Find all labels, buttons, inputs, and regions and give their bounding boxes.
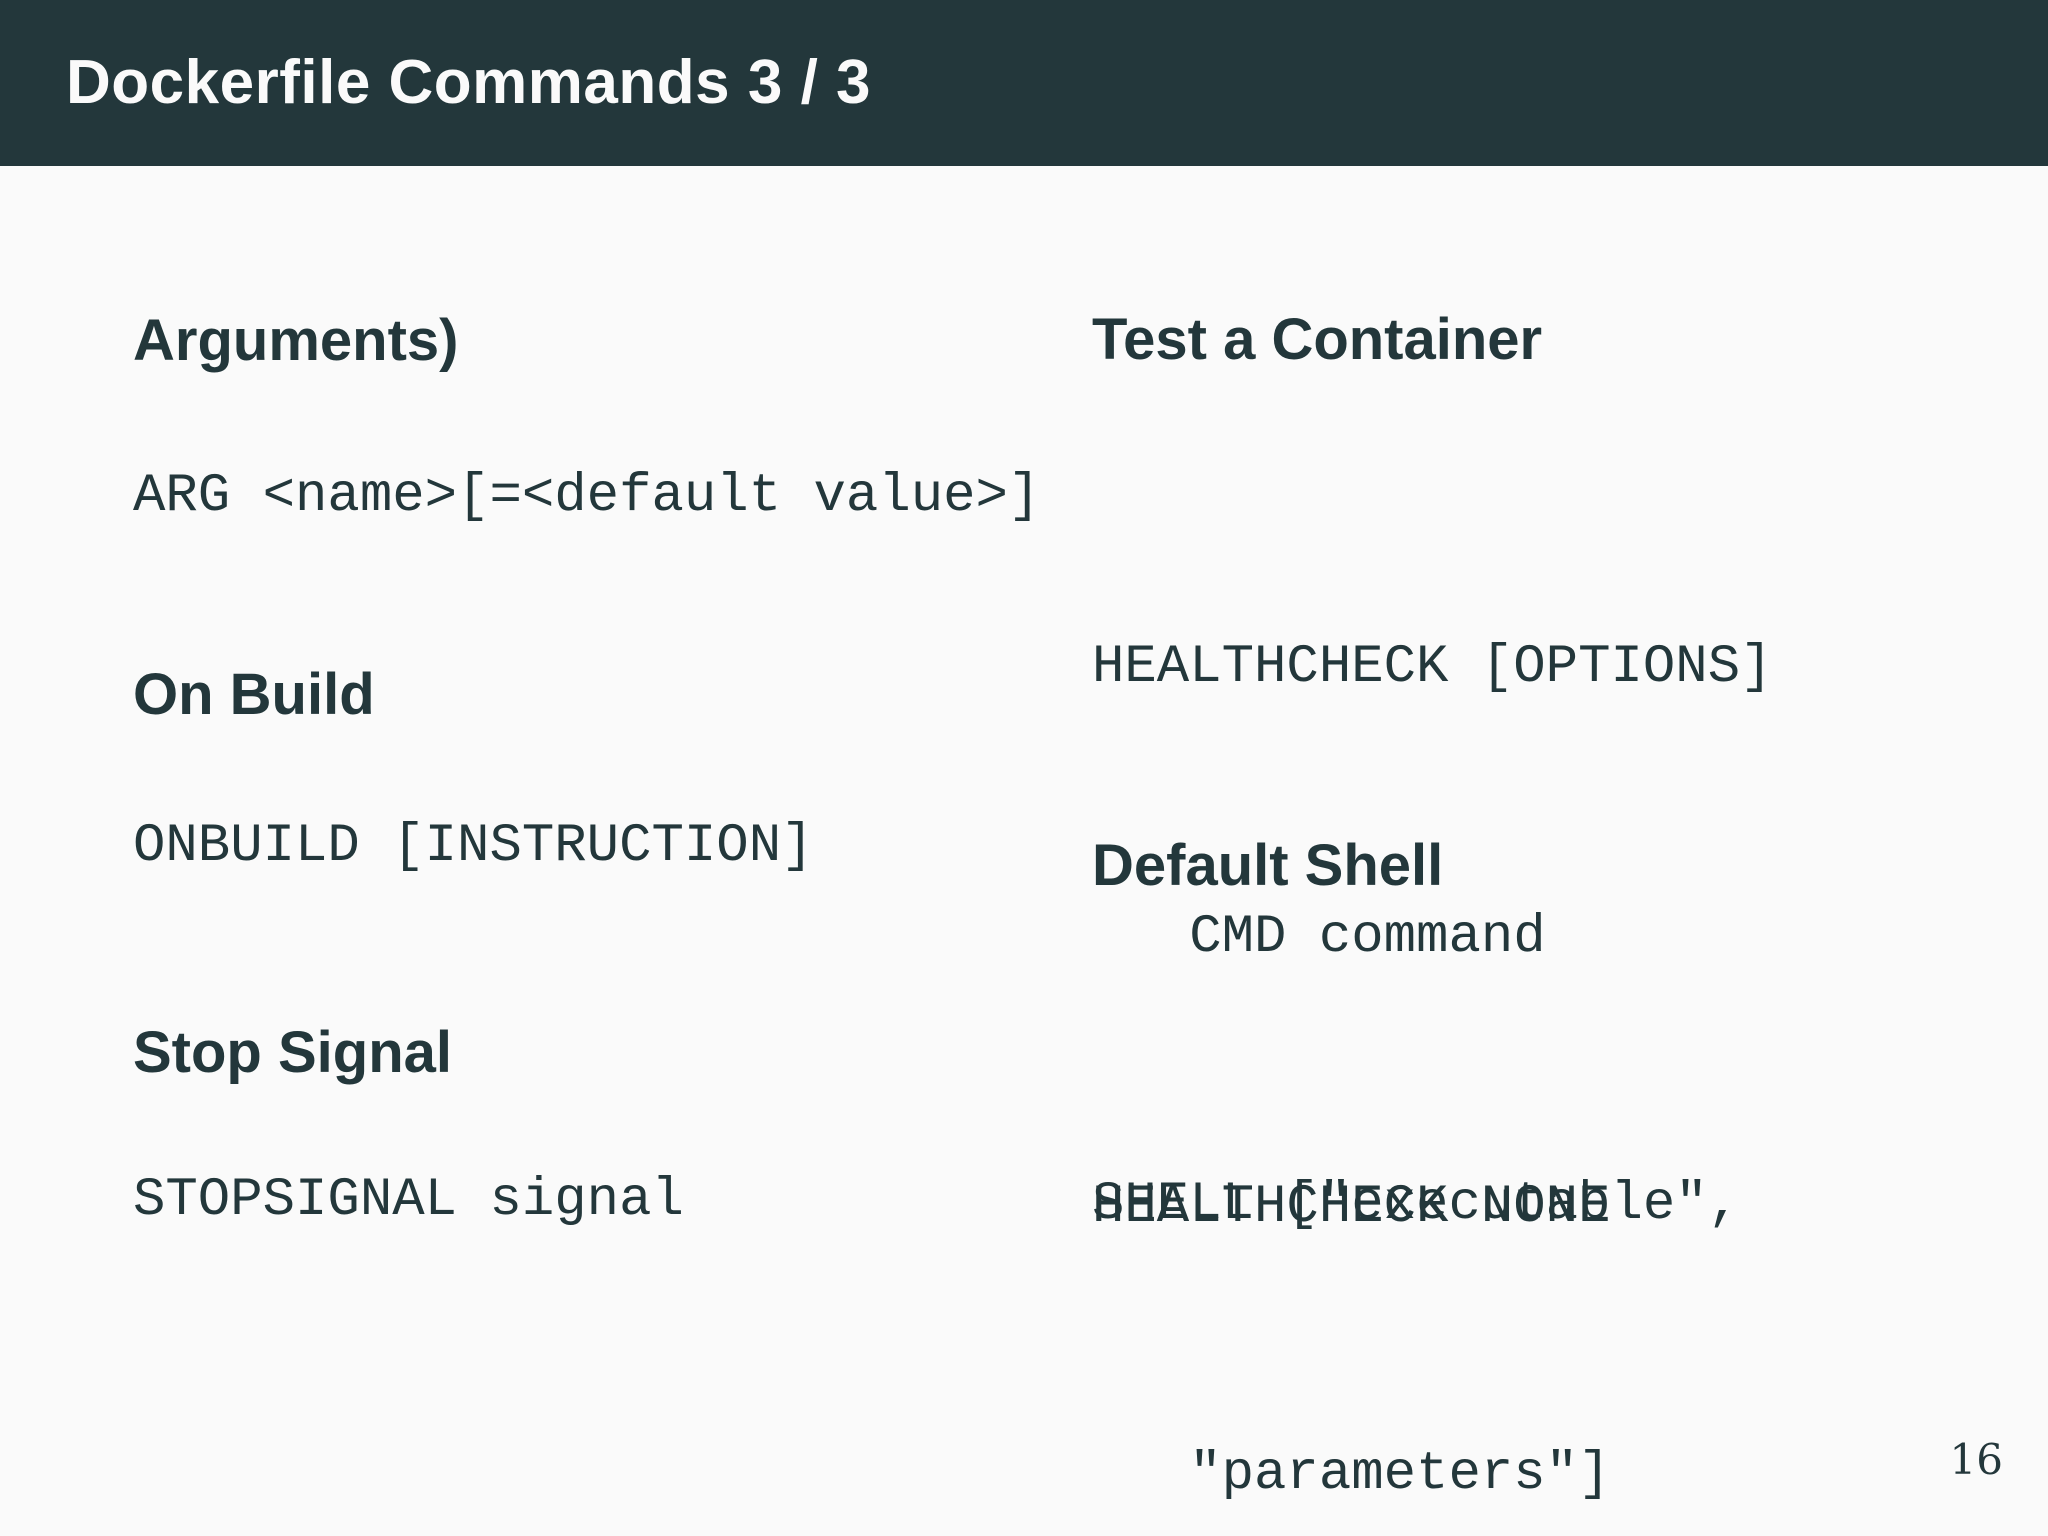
code-line-shell-executable: SHELL ["executable", <box>1092 1174 1741 1235</box>
code-block-healthcheck: HEALTHCHECK [OPTIONS] CMD command HEALTH… <box>1092 443 1773 1433</box>
code-line-healthcheck-options: HEALTHCHECK [OPTIONS] <box>1092 637 1773 698</box>
section-heading-on-build: On Build <box>133 662 375 727</box>
code-line-shell-parameters: "parameters"] <box>1092 1444 1611 1505</box>
section-heading-default-shell: Default Shell <box>1092 833 1444 898</box>
slide-header: Dockerfile Commands 3 / 3 <box>0 0 2048 166</box>
code-line-cmd-command: CMD command <box>1092 907 1546 968</box>
slide-title: Dockerfile Commands 3 / 3 <box>66 48 871 118</box>
code-line-onbuild: ONBUILD [INSTRUCTION] <box>133 816 814 877</box>
section-heading-test-a-container: Test a Container <box>1092 307 1543 372</box>
page-number: 16 <box>1949 1435 2003 1484</box>
code-line-stopsignal: STOPSIGNAL signal <box>133 1170 684 1231</box>
code-line-arg: ARG <name>[=<default value>] <box>133 466 1041 527</box>
section-heading-arguments: Arguments) <box>133 308 459 373</box>
code-line-healthcheck-none: HEALTHCHECK NONE <box>1092 1177 1611 1238</box>
code-block-shell: SHELL ["executable", "parameters"] <box>1092 980 1740 1536</box>
section-heading-stop-signal: Stop Signal <box>133 1020 452 1085</box>
